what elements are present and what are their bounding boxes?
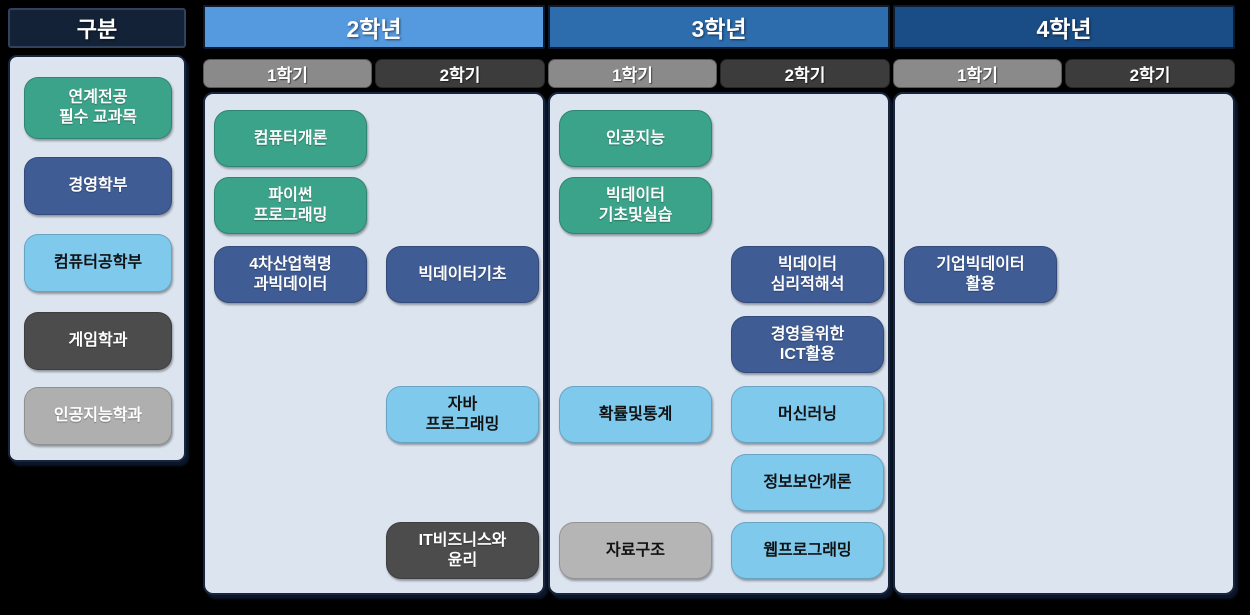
legend-item: 연계전공 필수 교과목	[24, 77, 172, 139]
course-pill: IT비즈니스와 윤리	[386, 522, 539, 579]
course-pill: 웹프로그래밍	[731, 522, 884, 579]
course-pill: 자바 프로그래밍	[386, 386, 539, 443]
legend-item: 게임학과	[24, 312, 172, 370]
semester-tab: 1학기	[203, 59, 372, 88]
course-pill: 경영을위한 ICT활용	[731, 316, 884, 373]
legend-header: 구분	[8, 8, 186, 48]
course-pill: 컴퓨터개론	[214, 110, 367, 167]
legend-item: 컴퓨터공학부	[24, 234, 172, 292]
semester-tab: 2학기	[720, 59, 890, 88]
course-pill: 자료구조	[559, 522, 712, 579]
year-header: 4학년	[893, 5, 1235, 49]
legend-item: 인공지능학과	[24, 387, 172, 445]
course-pill: 확률및통계	[559, 386, 712, 443]
semester-tab: 2학기	[1065, 59, 1235, 88]
course-pill: 정보보안개론	[731, 454, 884, 511]
semester-tab: 1학기	[893, 59, 1062, 88]
course-pill: 파이썬 프로그래밍	[214, 177, 367, 234]
course-pill: 기업빅데이터 활용	[904, 246, 1057, 303]
year-header: 3학년	[548, 5, 890, 49]
course-pill: 빅데이터 심리적해석	[731, 246, 884, 303]
legend-item: 경영학부	[24, 157, 172, 215]
semester-tab: 2학기	[375, 59, 545, 88]
course-pill: 인공지능	[559, 110, 712, 167]
course-pill: 빅데이터기초	[386, 246, 539, 303]
year-panel: 기업빅데이터 활용	[893, 92, 1235, 595]
year-header: 2학년	[203, 5, 545, 49]
course-pill: 빅데이터 기초및실습	[559, 177, 712, 234]
course-pill: 머신러닝	[731, 386, 884, 443]
course-pill: 4차산업혁명 과빅데이터	[214, 246, 367, 303]
semester-tab: 1학기	[548, 59, 717, 88]
